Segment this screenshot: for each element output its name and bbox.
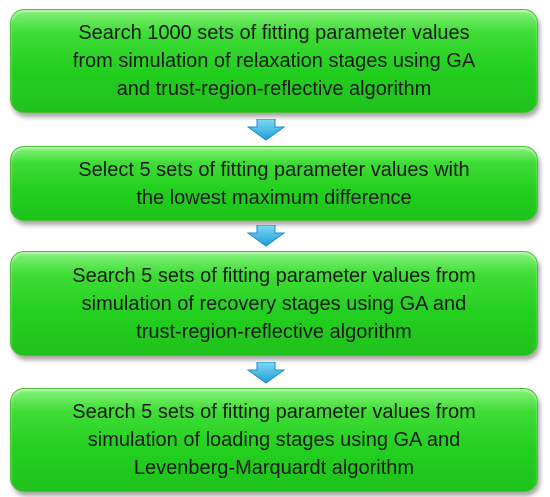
flow-step-4-line-1: Search 5 sets of fitting parameter value…: [72, 401, 476, 423]
flow-step-4: Search 5 sets of fitting parameter value…: [10, 388, 538, 492]
flow-step-1: Search 1000 sets of fitting parameter va…: [10, 9, 538, 113]
down-arrow-icon: [247, 225, 285, 247]
flow-step-1-text: Search 1000 sets of fitting parameter va…: [73, 19, 475, 103]
flow-step-4-line-2: simulation of loading stages using GA an…: [87, 429, 461, 451]
flow-step-2-text: Select 5 sets of fitting parameter value…: [78, 156, 469, 212]
flow-step-3-line-2: simulation of recovery stages using GA a…: [81, 292, 467, 315]
flow-step-2-line-1: Select 5 sets of fitting parameter value…: [78, 158, 470, 181]
down-arrow-icon: [247, 119, 285, 141]
flow-step-3: Search 5 sets of fitting parameter value…: [10, 251, 538, 356]
flow-step-2: Select 5 sets of fitting parameter value…: [10, 146, 538, 221]
flow-step-1-line-3: and trust-region-reflective algorithm: [116, 78, 432, 100]
flow-step-2-line-2: the lowest maximum difference: [136, 186, 412, 209]
flow-step-3-line-3: trust-region-reflective algorithm: [136, 320, 412, 343]
flow-step-4-text: Search 5 sets of fitting parameter value…: [72, 398, 476, 482]
flow-step-3-line-1: Search 5 sets of fitting parameter value…: [72, 264, 476, 287]
down-arrow-icon: [247, 362, 285, 384]
flow-step-4-line-3: Levenberg-Marquardt algorithm: [133, 457, 415, 479]
flow-step-1-line-2: from simulation of relaxation stages usi…: [72, 50, 476, 72]
flow-step-3-text: Search 5 sets of fitting parameter value…: [72, 262, 476, 346]
flow-step-1-line-1: Search 1000 sets of fitting parameter va…: [78, 22, 470, 44]
